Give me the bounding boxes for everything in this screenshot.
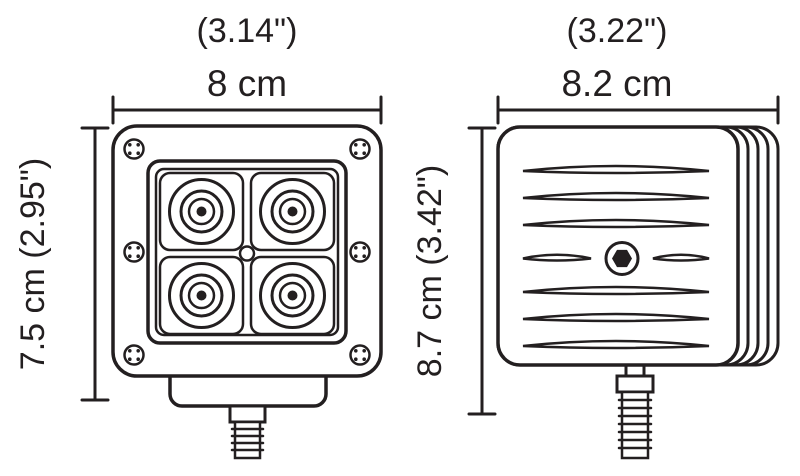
side-width-inches-label: (3.22") [567,12,668,50]
side-width-dim-line [496,95,780,125]
front-width-cm-label: 8 cm [207,63,287,104]
hex-bolt-icon [604,241,640,276]
side-stud-threads [617,398,653,450]
center-fastener-icon [238,245,256,262]
front-height-label: 7.5 cm (2.95") [14,158,52,370]
side-view: (3.22") 8.2 cm 8.7 cm (3.42") [411,12,780,460]
front-stud-threads [230,427,265,452]
front-width-inches-label: (3.14") [197,12,298,50]
side-height-label: 8.7 cm (3.42") [411,165,449,377]
reflector-cells [158,171,336,336]
front-height-dim-line [80,126,110,402]
side-width-cm-label: 8.2 cm [561,63,672,104]
side-height-dim-line [467,126,497,416]
cooling-grooves [522,164,710,350]
side-mounting-stud [615,354,655,460]
front-width-dim-line [111,95,383,125]
front-view: (3.14") 8 cm 7.5 cm (2.95") [14,12,383,460]
front-bezel-inner [154,167,340,337]
